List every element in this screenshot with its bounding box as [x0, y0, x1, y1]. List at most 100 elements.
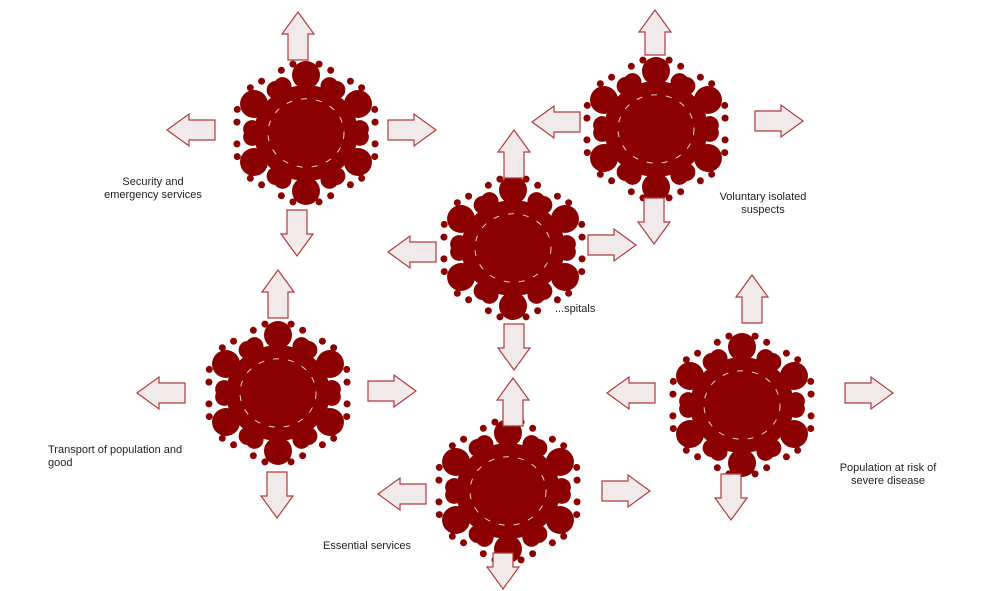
arrow-right-icon — [754, 103, 805, 139]
node-core — [477, 216, 549, 280]
node-fringe — [287, 458, 295, 466]
arrow-right-icon — [387, 112, 438, 148]
node-fringe — [509, 177, 517, 185]
node-fringe — [213, 356, 221, 363]
node-fringe — [261, 320, 269, 328]
node-fringe — [218, 434, 226, 442]
node-fringe — [591, 92, 599, 99]
node-fringe — [346, 77, 354, 85]
arrow-down-icon — [713, 473, 749, 522]
node-fringe — [548, 539, 556, 547]
node-fringe — [233, 153, 241, 161]
node-fringe — [573, 476, 581, 484]
label-hospitals: ...spitals — [555, 303, 635, 316]
node-lobe — [292, 61, 320, 89]
node-lobe — [264, 437, 292, 465]
node-fringe — [435, 476, 443, 484]
node-fringe — [435, 511, 443, 519]
node-lobe — [343, 148, 372, 176]
node-lobe — [590, 86, 619, 114]
node-fringe — [277, 66, 285, 74]
node-fringe — [665, 194, 673, 202]
node-fringe — [708, 80, 716, 88]
node-fringe — [553, 192, 561, 200]
node-fringe — [573, 463, 581, 471]
label-risk-line2: severe disease — [851, 475, 925, 487]
node-lobe — [447, 263, 476, 291]
arrow-left-icon — [530, 104, 581, 140]
node-fringe — [315, 198, 323, 206]
node-fringe — [782, 453, 790, 461]
node-lobe — [693, 144, 722, 172]
node-fringe — [751, 332, 759, 340]
node-fringe — [318, 337, 326, 345]
node-fringe — [371, 105, 379, 113]
node-lobe — [442, 506, 471, 534]
node-lobe-small — [238, 341, 257, 360]
node-lobe — [642, 57, 670, 85]
node-fringe — [241, 96, 249, 103]
node-lobe-small — [238, 426, 257, 445]
node-fringe — [440, 220, 448, 228]
node-fringe — [371, 140, 379, 148]
node-voluntary — [583, 56, 729, 202]
node-fringe — [794, 356, 802, 364]
node-fringe — [435, 463, 443, 471]
node-fringe — [565, 199, 573, 207]
node-fringe — [327, 66, 335, 74]
node-fringe — [289, 198, 297, 206]
node-fringe — [725, 332, 733, 340]
node-lobe-small — [473, 281, 492, 300]
node-lobe-small — [450, 235, 469, 254]
node-fringe — [440, 233, 448, 241]
node-lobe — [545, 448, 574, 476]
node-lobe-small — [350, 127, 369, 146]
node-fringe — [578, 220, 586, 228]
node-fringe — [669, 390, 677, 398]
node-fringe — [289, 60, 297, 68]
node-fringe — [213, 423, 221, 430]
label-voluntary: Voluntary isolated suspects — [708, 191, 818, 217]
node-fringe — [807, 412, 815, 420]
node-fringe — [274, 322, 282, 330]
node-fringe — [548, 435, 556, 443]
arrow-up-icon — [734, 273, 770, 324]
node-fringe — [682, 356, 690, 364]
node-lobe-small — [702, 438, 721, 457]
node-fringe — [335, 356, 343, 363]
node-fringe — [799, 368, 807, 375]
arrow-up-icon — [637, 8, 673, 56]
node-fringe — [799, 435, 807, 442]
node-fringe — [583, 101, 591, 109]
node-fringe — [448, 442, 456, 450]
label-transport-line2: good — [48, 457, 73, 469]
node-core — [270, 101, 342, 165]
node-fringe — [591, 159, 599, 166]
node-fringe — [233, 140, 241, 148]
node-fringe — [627, 188, 635, 196]
node-fringe — [315, 60, 323, 68]
node-hospitals — [440, 175, 586, 321]
node-fringe — [496, 175, 504, 183]
node-fringe — [218, 344, 226, 352]
node-fringe — [696, 73, 704, 81]
node-lobe-small — [522, 528, 541, 547]
node-lobe-small — [557, 242, 576, 261]
node-fringe — [509, 311, 517, 319]
node-fringe — [573, 511, 581, 519]
node-fringe — [583, 136, 591, 144]
node-fringe — [448, 278, 456, 285]
node-fringe — [608, 177, 616, 185]
node-fringe — [241, 163, 249, 170]
node-fringe — [287, 320, 295, 328]
node-fringe — [794, 446, 802, 454]
node-fringe — [560, 532, 568, 540]
arrow-left-icon — [386, 234, 437, 270]
node-lobe-small — [593, 116, 612, 135]
node-fringe — [205, 400, 213, 408]
node-lobe — [779, 362, 808, 390]
node-lobe-small — [677, 77, 696, 96]
node-core — [620, 97, 692, 161]
arrow-right-icon — [844, 375, 895, 411]
node-fringe — [258, 77, 266, 85]
